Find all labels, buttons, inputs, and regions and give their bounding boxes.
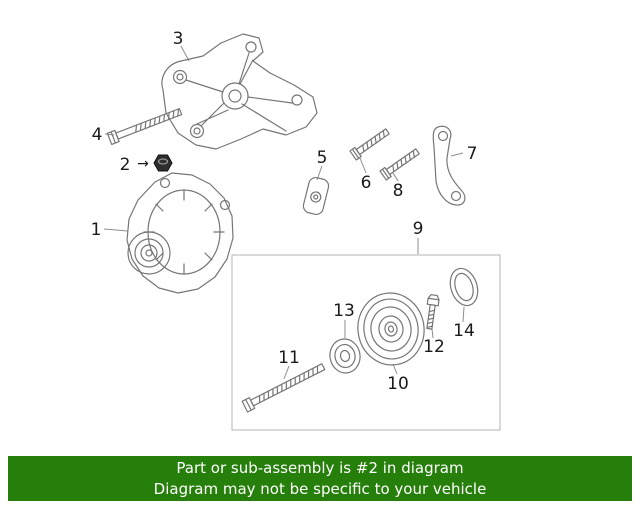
part-label-5: 5 — [317, 148, 328, 168]
seal-part-14 — [449, 267, 479, 307]
part-label-4: 4 — [92, 125, 103, 145]
part-label-13: 13 — [333, 301, 355, 321]
part-label-8: 8 — [393, 181, 404, 201]
alternator-part-1 — [126, 172, 234, 294]
leader-8 — [392, 172, 399, 182]
banner-line-2: Diagram may not be specific to your vehi… — [153, 479, 487, 498]
leader-lines — [103, 45, 465, 380]
part-label-2: 2 — [120, 155, 131, 175]
notice-banner: Part or sub-assembly is #2 in diagram Di… — [8, 456, 632, 501]
washer-part-13 — [329, 338, 361, 374]
part-label-11: 11 — [278, 348, 300, 368]
part-label-6: 6 — [361, 173, 372, 193]
bolt-part-11 — [241, 363, 326, 413]
nut-part-2-highlighted — [153, 154, 173, 172]
sub-assembly-box-9 — [231, 254, 501, 431]
part-label-12: 12 — [423, 337, 445, 357]
part-2-arrow-icon: → — [137, 156, 149, 172]
parts-diagram: 3 4 2 → 1 5 6 8 7 9 13 11 10 12 14 — [91, 29, 501, 431]
part-labels: 3 4 2 → 1 5 6 8 7 9 13 11 10 12 14 — [91, 29, 478, 394]
leader-6 — [359, 157, 367, 174]
part-label-10: 10 — [387, 374, 409, 394]
leader-11 — [283, 365, 290, 380]
banner-line-1: Part or sub-assembly is #2 in diagram — [176, 458, 464, 477]
bolt-part-4 — [106, 108, 183, 146]
bracket-part-7 — [432, 125, 466, 206]
leader-3 — [180, 45, 190, 62]
leader-10 — [392, 363, 398, 375]
part-label-9: 9 — [413, 219, 424, 239]
leader-14 — [462, 306, 465, 323]
leader-12 — [431, 328, 434, 339]
bolt-part-6 — [349, 128, 390, 161]
bolt-part-8 — [379, 148, 420, 181]
bolt-part-12 — [426, 294, 440, 330]
plate-part-5 — [302, 177, 330, 215]
part-label-1: 1 — [91, 220, 102, 240]
part-label-14: 14 — [453, 321, 475, 341]
leader-1 — [103, 228, 129, 232]
pulley-part-10 — [357, 292, 425, 366]
bracket-part-3 — [161, 33, 318, 150]
leader-7 — [450, 152, 464, 157]
part-label-7: 7 — [467, 144, 478, 164]
part-label-3: 3 — [173, 29, 184, 49]
